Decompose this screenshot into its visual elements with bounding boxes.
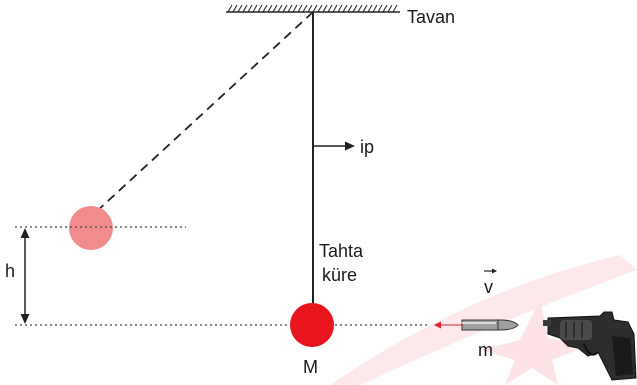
height-arrow	[20, 228, 30, 324]
velocity-vector-arrow	[484, 268, 497, 274]
bullet-trail	[434, 321, 462, 329]
block-label-line2: küre	[322, 265, 357, 285]
block-label-line1: Tahta	[319, 241, 364, 261]
sphere-mass-label: M	[303, 357, 318, 377]
velocity-label: v	[484, 277, 493, 297]
revolver-icon	[543, 311, 637, 381]
tension-arrow	[313, 141, 355, 151]
ceiling	[226, 4, 400, 13]
ceiling-label: Tavan	[407, 7, 455, 27]
swung-rope	[95, 11, 314, 213]
swung-sphere	[69, 206, 113, 250]
height-label: h	[5, 261, 15, 281]
wooden-sphere	[290, 303, 334, 347]
bullet-icon	[461, 319, 519, 331]
ceiling-hatch-icon	[227, 4, 398, 13]
rope-label: ip	[360, 137, 374, 157]
bullet-mass-label: m	[478, 340, 493, 360]
